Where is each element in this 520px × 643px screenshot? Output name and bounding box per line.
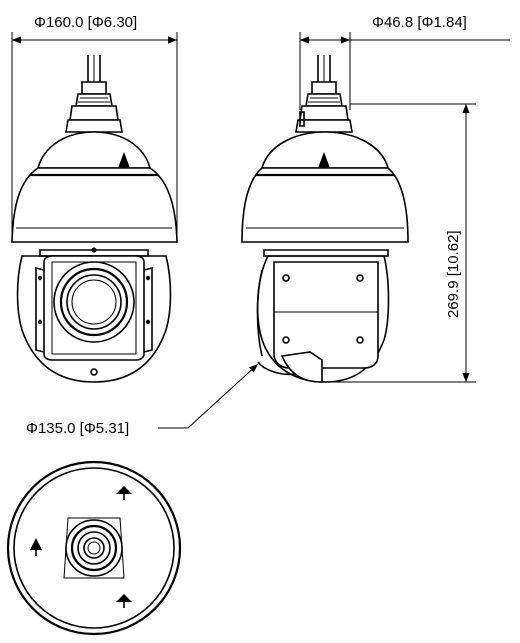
dimension-cable-diameter: Φ46.8 [Φ1.84] [299, 14, 510, 110]
dimension-height: 269.9 [10.62] [325, 103, 476, 383]
height-label: 269.9 [10.62] [445, 230, 462, 318]
bottom-diameter-label: Φ135.0 [Φ5.31] [26, 420, 129, 437]
cable-diameter-label: Φ46.8 [Φ1.84] [372, 14, 467, 31]
dimension-top-diameter: Φ160.0 [Φ6.30] [11, 14, 178, 242]
top-diameter-label: Φ160.0 [Φ6.30] [34, 14, 137, 31]
dimension-bottom-diameter: Φ135.0 [Φ5.31] [26, 363, 259, 437]
bottom-view [6, 460, 182, 636]
side-view [241, 55, 409, 383]
front-view [11, 55, 178, 383]
